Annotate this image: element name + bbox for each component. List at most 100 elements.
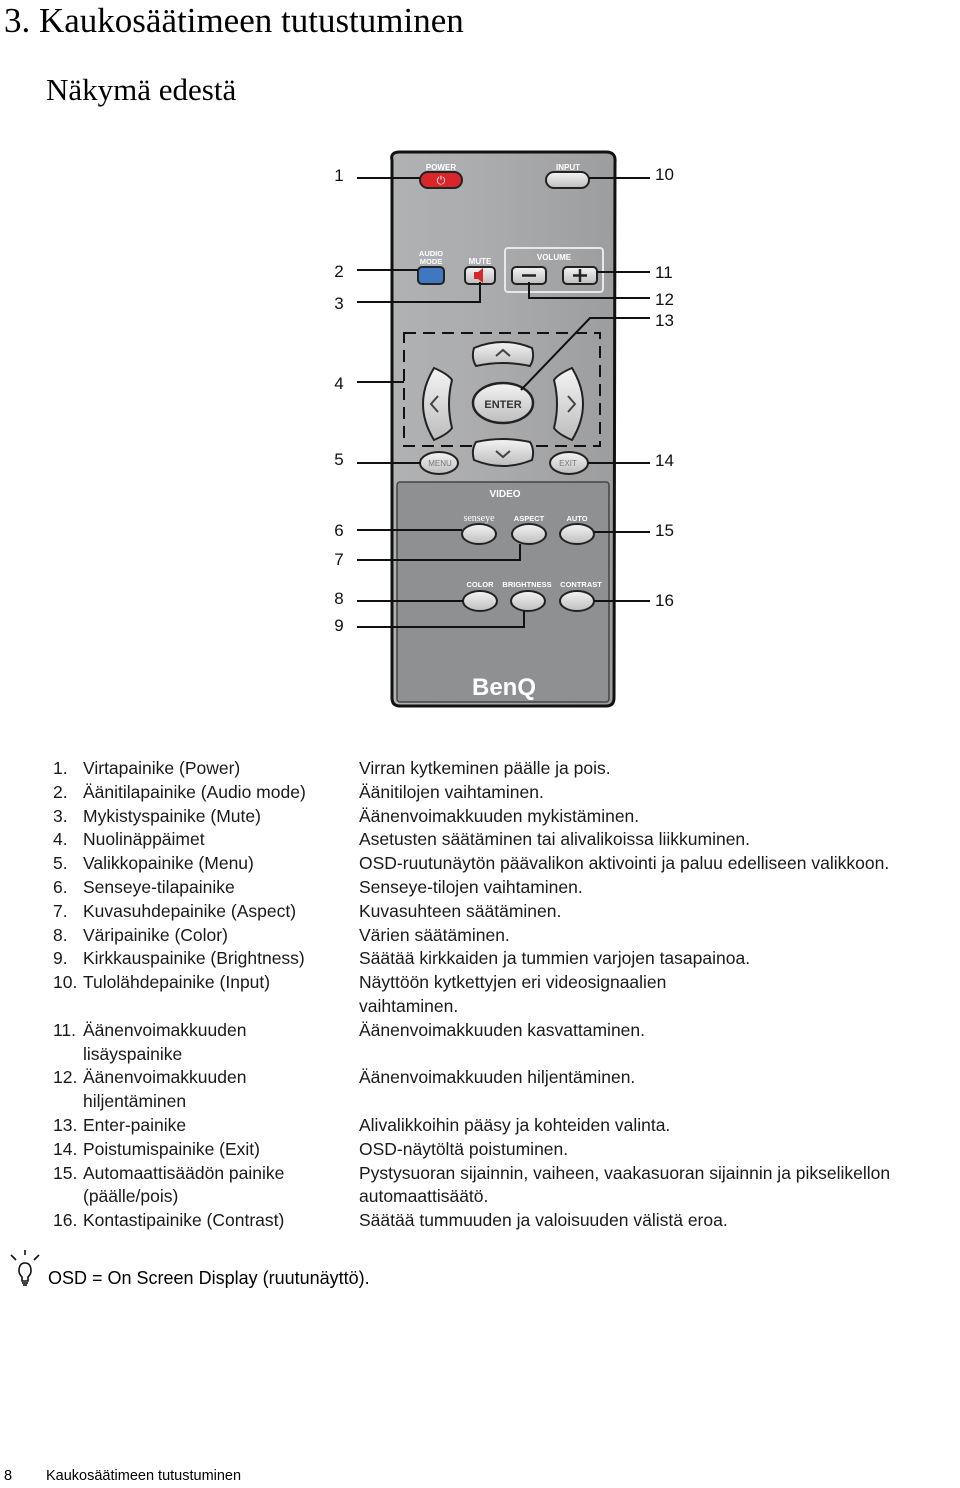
callout-13: 13 bbox=[655, 311, 674, 330]
description-row: 5. Valikkopainike (Menu) OSD-ruutunäytön p… bbox=[0, 852, 960, 876]
audio-mode-button bbox=[417, 266, 445, 285]
button-description: Senseye-tilojen vaihtaminen. bbox=[359, 876, 959, 900]
description-row: 6. Senseye-tilapainike Senseye-tilojen vai… bbox=[0, 876, 960, 900]
button-name-line: Kuvasuhdepainike (Aspect) bbox=[83, 900, 297, 921]
mute-icon bbox=[474, 268, 483, 283]
button-name: Valikkopainike (Menu) bbox=[83, 852, 355, 876]
button-description: Värien säätäminen. bbox=[359, 924, 959, 948]
brightness-button bbox=[510, 590, 546, 612]
button-description: Äänenvoimakkuuden hiljentäminen. bbox=[359, 1066, 959, 1090]
button-name: Kontastipainike (Contrast) bbox=[83, 1209, 355, 1233]
color-label: COLOR bbox=[466, 580, 494, 589]
audio-mode-label-1: AUDIO bbox=[419, 249, 443, 258]
callout-line-3 bbox=[357, 282, 481, 303]
contrast-button bbox=[559, 590, 595, 612]
button-description-line: Äänenvoimakkuuden mykistäminen. bbox=[359, 805, 640, 826]
video-label: VIDEO bbox=[489, 489, 520, 500]
auto-label: AUTO bbox=[566, 514, 587, 523]
description-row: 8.Väripainike (Color)Värien säätäminen. bbox=[0, 924, 960, 948]
contrast-label: CONTRAST bbox=[560, 580, 602, 589]
callout-12: 12 bbox=[655, 290, 674, 309]
button-description: Säätää kirkkaiden ja tummien varjojen ta… bbox=[359, 947, 959, 971]
callout-8: 8 bbox=[334, 589, 343, 608]
lightbulb-icon bbox=[10, 1250, 40, 1286]
button-name-line: Väripainike (Color) bbox=[83, 924, 228, 945]
chapter-title: 3. Kaukosäätimeen tutustuminen bbox=[4, 1, 464, 40]
button-description: Äänitilojen vaihtaminen. bbox=[359, 781, 959, 805]
description-number: 6. bbox=[53, 876, 68, 897]
callout-1: 1 bbox=[334, 166, 343, 185]
chevron-down-icon bbox=[495, 450, 511, 459]
audio-mode-label-2: MODE bbox=[420, 257, 443, 266]
callout-9: 9 bbox=[334, 616, 343, 635]
button-description-list: 1. Virtapainike (Power)Virran kytkeminen … bbox=[0, 757, 960, 1233]
callout-5: 5 bbox=[334, 450, 343, 469]
note: OSD = On Screen Display (ruutunäyttö). bbox=[0, 1250, 960, 1290]
description-row: 2.Äänitilapainike (Audio mode)Äänitiloje… bbox=[0, 781, 960, 805]
button-name-line: Nuolinäppäimet bbox=[83, 829, 205, 850]
button-description-line: Asetusten säätäminen tai alivalikoissa l… bbox=[359, 829, 751, 850]
callout-16: 16 bbox=[655, 591, 674, 610]
input-label: INPUT bbox=[556, 163, 580, 172]
button-description-line: OSD-ruutunäytön päävalikon aktivointi ja… bbox=[359, 853, 890, 874]
button-name-line: Senseye-tilapainike bbox=[83, 876, 235, 897]
chevron-right-icon bbox=[567, 395, 577, 413]
description-number: 4. bbox=[53, 829, 68, 850]
page-footer: 8 Kaukosäätimeen tutustuminen bbox=[0, 1468, 960, 1488]
right-arrow-button bbox=[552, 366, 584, 442]
description-row: 3.Mykistyspainike (Mute)Äänenvoimakkuude… bbox=[0, 805, 960, 829]
button-description: Alivalikkoihin pääsy ja kohteiden valint… bbox=[359, 1114, 959, 1138]
description-row: 15.Automaattisäädön painike(päälle/pois)… bbox=[0, 1162, 960, 1210]
chevron-left-icon bbox=[429, 395, 439, 413]
power-icon: ⏻ bbox=[437, 175, 446, 187]
button-description-line: Värien säätäminen. bbox=[359, 924, 510, 945]
button-name-line: Tulolähdepainike (Input) bbox=[83, 972, 271, 993]
description-number: 5. bbox=[53, 853, 68, 874]
video-panel bbox=[396, 481, 610, 703]
description-number: 11. bbox=[53, 1019, 77, 1040]
description-number: 3. bbox=[53, 805, 68, 826]
brand-logo: BenQ bbox=[472, 674, 536, 701]
description-row: 14.Poistumispainike (Exit)OSD-näytöltä p… bbox=[0, 1138, 960, 1162]
callout-line-7 bbox=[357, 544, 521, 561]
button-name: Poistumispainike (Exit) bbox=[83, 1138, 355, 1162]
callout-7: 7 bbox=[334, 550, 343, 569]
down-arrow-button bbox=[471, 438, 535, 467]
button-description: OSD-ruutunäytön päävalikon aktivointi ja… bbox=[359, 852, 959, 876]
button-name: Tulolähdepainike (Input) bbox=[83, 971, 355, 995]
callout-11: 11 bbox=[655, 263, 673, 282]
button-name-line: Poistumispainike (Exit) bbox=[83, 1138, 260, 1159]
callout-6: 6 bbox=[334, 521, 343, 540]
callout-line-9 bbox=[357, 611, 525, 628]
button-name: Automaattisäädön painike(päälle/pois) bbox=[83, 1162, 355, 1210]
button-description-line: Äänenvoimakkuuden hiljentäminen. bbox=[359, 1067, 636, 1088]
button-description-line: Senseye-tilojen vaihtaminen. bbox=[359, 876, 583, 897]
description-row: 16.Kontastipainike (Contrast)Säätää tumm… bbox=[0, 1209, 960, 1233]
button-description: OSD-näytöltä poistuminen. bbox=[359, 1138, 959, 1162]
description-number: 13. bbox=[53, 1114, 78, 1135]
button-description-line: automaattisäätö. bbox=[359, 1186, 489, 1207]
callout-2: 2 bbox=[334, 262, 343, 281]
remote-control-diagram: POWER ⏻ INPUT AUDIO MODE MUTE VOLUME ENT… bbox=[334, 150, 674, 708]
button-name-line: Äänenvoimakkuuden bbox=[83, 1019, 247, 1040]
callout-10: 10 bbox=[655, 165, 674, 184]
button-name-line: Valikkopainike (Menu) bbox=[83, 853, 254, 874]
button-name: Virtapainike (Power) bbox=[83, 757, 355, 781]
button-description: Näyttöön kytkettyjen eri videosignaalien… bbox=[359, 971, 959, 1019]
button-description: Virran kytkeminen päälle ja pois. bbox=[359, 757, 959, 781]
auto-button bbox=[559, 523, 595, 545]
description-row: 9.Kirkkauspainike (Brightness)Säätää kir… bbox=[0, 947, 960, 971]
left-arrow-button bbox=[422, 366, 454, 442]
description-number: 1. bbox=[53, 758, 68, 778]
button-name-line: Automaattisäädön painike bbox=[83, 1162, 285, 1183]
description-number: 12. bbox=[53, 1067, 78, 1088]
callout-4: 4 bbox=[334, 374, 343, 393]
button-description-line: Näyttöön kytkettyjen eri videosignaalien bbox=[359, 972, 667, 993]
button-name: Väripainike (Color) bbox=[83, 924, 355, 948]
button-description-line: Pystysuoran sijainnin, vaiheen, vaakasuo… bbox=[359, 1162, 891, 1183]
button-name: Äänitilapainike (Audio mode) bbox=[83, 781, 355, 805]
